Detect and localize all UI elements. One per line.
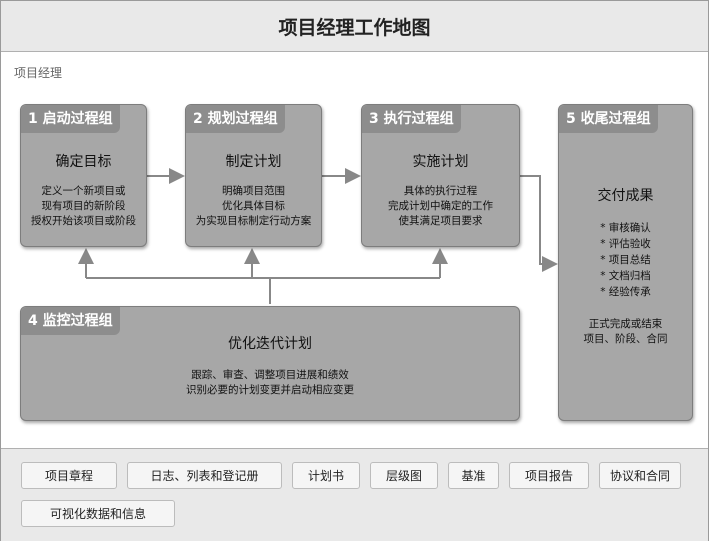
closing-list-item: * 项目总结 [600,254,651,266]
initiating-tag: 1 启动过程组 [21,105,120,133]
executing-line: 具体的执行过程 [403,185,478,197]
closing-list-item: * 经验传承 [600,286,651,298]
executing-process-group: 3 执行过程组 实施计划 具体的执行过程 完成计划中确定的工作 使其满足项目要求 [361,104,520,247]
monitoring-process-group: 4 监控过程组 优化迭代计划 跟踪、审查、调整项目进展和绩效 识别必要的计划变更… [20,306,520,421]
artifact-chip-logs-registers[interactable]: 日志、列表和登记册 [127,462,282,489]
monitoring-tag: 4 监控过程组 [21,307,120,335]
artifact-chip-baselines[interactable]: 基准 [448,462,499,489]
executing-heading: 实施计划 [412,154,469,170]
artifact-chip-project-charter[interactable]: 项目章程 [21,462,117,489]
closing-list-item: * 评估验收 [600,238,651,250]
initiating-process-group: 1 启动过程组 确定目标 定义一个新项目或 现有项目的新阶段 授权开始该项目或阶… [20,104,147,247]
planning-line: 为实现目标制定行动方案 [195,215,312,227]
initiating-line: 定义一个新项目或 [41,185,126,197]
executing-line: 使其满足项目要求 [398,215,483,227]
monitoring-description: 跟踪、审查、调整项目进展和绩效 识别必要的计划变更并启动相应变更 [21,368,519,398]
initiating-line: 现有项目的新阶段 [41,200,126,212]
initiating-description: 定义一个新项目或 现有项目的新阶段 授权开始该项目或阶段 [21,184,146,229]
closing-deliverables-list: * 审核确认 * 评估验收 * 项目总结 * 文档归档 * 经验传承 [559,220,692,300]
monitoring-line: 跟踪、审查、调整项目进展和绩效 [191,369,349,381]
monitoring-line: 识别必要的计划变更并启动相应变更 [186,384,354,396]
initiating-heading: 确定目标 [55,154,112,170]
arrow-executing-to-closing [520,175,558,272]
planning-tag: 2 规划过程组 [186,105,285,133]
closing-description: 正式完成或结束 项目、阶段、合同 [559,317,692,347]
artifact-chip-visual-data[interactable]: 可视化数据和信息 [21,500,175,527]
planning-description: 明确项目范围 优化具体目标 为实现目标制定行动方案 [186,184,321,229]
page-title: 项目经理工作地图 [1,1,708,52]
closing-list-item: * 审核确认 [600,222,651,234]
role-label: 项目经理 [14,66,63,80]
planning-process-group: 2 规划过程组 制定计划 明确项目范围 优化具体目标 为实现目标制定行动方案 [185,104,322,247]
planning-line: 优化具体目标 [222,200,285,212]
artifact-chip-hierarchy-charts[interactable]: 层级图 [370,462,438,489]
executing-tag: 3 执行过程组 [362,105,461,133]
closing-tag: 5 收尾过程组 [559,105,658,133]
executing-description: 具体的执行过程 完成计划中确定的工作 使其满足项目要求 [362,184,519,229]
artifact-chip-agreements-contracts[interactable]: 协议和合同 [599,462,681,489]
artifact-chip-project-reports[interactable]: 项目报告 [509,462,589,489]
initiating-line: 授权开始该项目或阶段 [31,215,136,227]
closing-process-group: 5 收尾过程组 交付成果 * 审核确认 * 评估验收 * 项目总结 * 文档归档… [558,104,693,421]
artifact-chip-plans[interactable]: 计划书 [292,462,360,489]
closing-line: 正式完成或结束 [588,318,663,330]
closing-heading: 交付成果 [597,188,654,204]
planning-line: 明确项目范围 [222,185,285,197]
closing-line: 项目、阶段、合同 [583,333,668,345]
monitoring-heading: 优化迭代计划 [228,336,312,352]
executing-line: 完成计划中确定的工作 [388,200,493,212]
closing-list-item: * 文档归档 [600,270,651,282]
planning-heading: 制定计划 [225,154,282,170]
